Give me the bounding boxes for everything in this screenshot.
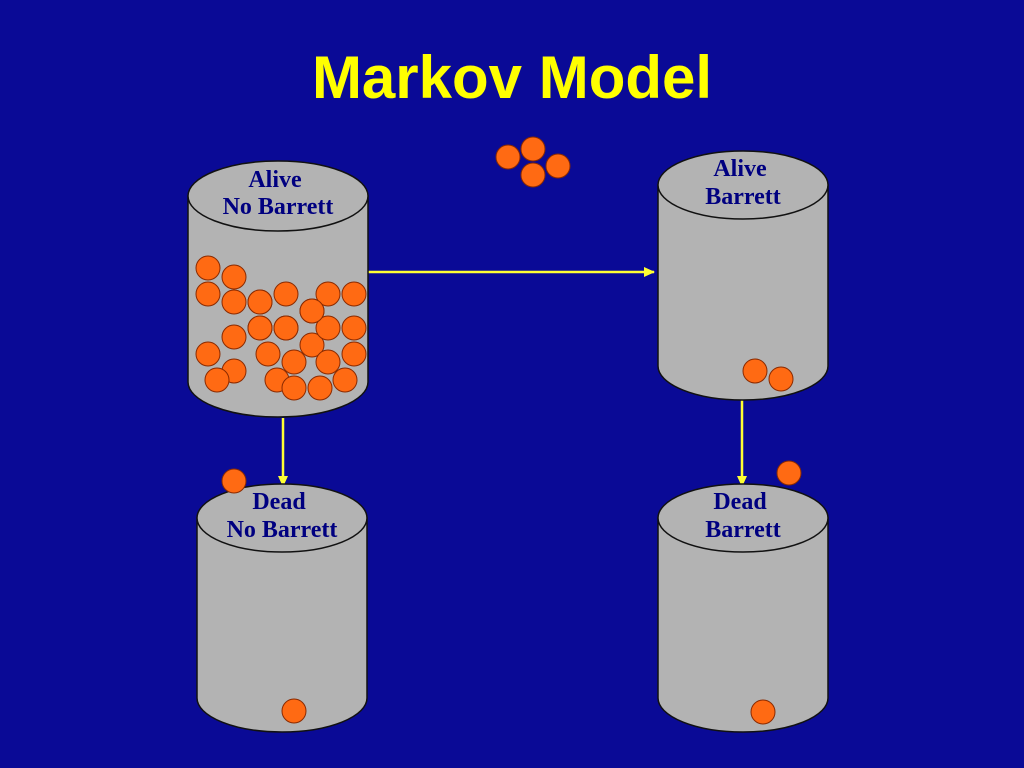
ball: [776, 460, 802, 486]
ball: [204, 367, 230, 393]
cylinder-top: [196, 483, 368, 553]
cylinder-top: [187, 160, 369, 232]
ball: [195, 281, 221, 307]
ball: [315, 315, 341, 341]
ball: [332, 367, 358, 393]
ball: [273, 315, 299, 341]
ball: [750, 699, 776, 725]
ball: [520, 136, 546, 162]
cylinder-body: [657, 184, 829, 401]
ball: [281, 375, 307, 401]
state-cylinder-dead-no-barrett: Dead No Barrett: [196, 483, 368, 733]
state-cylinder-dead-barrett: Dead Barrett: [657, 483, 829, 733]
ball: [195, 255, 221, 281]
ball: [255, 341, 281, 367]
ball: [315, 281, 341, 307]
ball-group-moving-to-dead-barrett: [776, 460, 802, 486]
ball-group-dead-no-barrett: [281, 698, 307, 724]
ball-group-moving-to-alive-barrett: [495, 136, 571, 188]
ball: [520, 162, 546, 188]
ball: [281, 698, 307, 724]
ball-group-dead-barrett: [750, 699, 776, 725]
ball: [221, 468, 247, 494]
ball: [315, 349, 341, 375]
ball: [307, 375, 333, 401]
ball: [545, 153, 571, 179]
ball: [742, 358, 768, 384]
ball: [221, 324, 247, 350]
ball: [299, 332, 325, 358]
cylinder-body: [657, 517, 829, 733]
state-label: Dead Barrett: [705, 489, 781, 543]
ball: [341, 341, 367, 367]
cylinder-top: [657, 150, 829, 220]
ball: [341, 281, 367, 307]
ball: [768, 366, 794, 392]
slide-title: Markov Model: [311, 44, 713, 111]
ball-group-alive-barrett: [742, 358, 794, 392]
ball: [247, 315, 273, 341]
ball: [195, 341, 221, 367]
state-cylinder-alive-no-barrett: Alive No Barrett: [187, 160, 369, 418]
transition-arrows: [278, 267, 747, 487]
ball: [221, 289, 247, 315]
state-label: Dead No Barrett: [227, 489, 338, 543]
ball-group-moving-to-dead-no-barrett: [221, 468, 247, 494]
ball: [299, 298, 325, 324]
state-cylinder-alive-barrett: Alive Barrett: [657, 150, 829, 401]
ball: [221, 264, 247, 290]
ball: [495, 144, 521, 170]
cylinder-top: [657, 483, 829, 553]
ball-group-alive-no-barrett-extra: [247, 289, 325, 341]
ball: [281, 349, 307, 375]
ball: [247, 289, 273, 315]
state-label: Alive No Barrett: [223, 167, 334, 220]
ball: [273, 281, 299, 307]
ball: [341, 315, 367, 341]
cylinder-body: [196, 517, 368, 733]
state-label: Alive Barrett: [705, 156, 781, 210]
